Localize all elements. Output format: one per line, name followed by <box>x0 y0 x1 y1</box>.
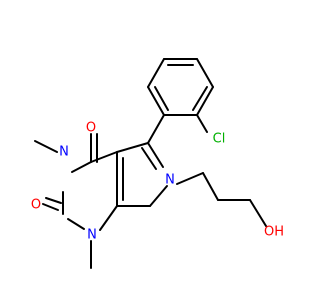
nitrogen-atom-label-pyrrole: N <box>165 173 175 188</box>
bonds <box>34 58 267 269</box>
oxygen-atom-label-left: O <box>31 198 41 213</box>
bond <box>90 151 118 163</box>
bond <box>147 58 165 88</box>
bond <box>147 86 165 116</box>
bond <box>196 114 208 133</box>
bond <box>67 218 85 230</box>
bond <box>34 140 58 153</box>
bond <box>116 142 149 153</box>
atom-labels: Cl O N O N N OH <box>31 121 284 243</box>
nitrogen-atom-label-top: N <box>59 145 69 160</box>
bond <box>99 205 118 231</box>
nitrogen-atom-label-bottom: N <box>87 228 97 243</box>
bond <box>45 197 62 204</box>
bond <box>154 86 169 111</box>
bond <box>196 86 214 116</box>
hydroxyl-group-label: OH <box>264 225 284 240</box>
bond <box>176 172 204 185</box>
bond <box>42 203 59 211</box>
bond <box>196 58 214 88</box>
oxygen-atom-label-top: O <box>86 121 96 136</box>
bond <box>147 114 165 144</box>
bond <box>71 161 92 173</box>
bond <box>202 172 219 201</box>
molecule-structure: Cl O N O N N OH <box>31 58 284 269</box>
bond <box>141 147 157 170</box>
bond <box>249 199 267 227</box>
bond <box>147 142 164 168</box>
bond <box>149 185 168 207</box>
bond <box>192 86 208 111</box>
chlorine-atom-label: Cl <box>213 132 226 147</box>
